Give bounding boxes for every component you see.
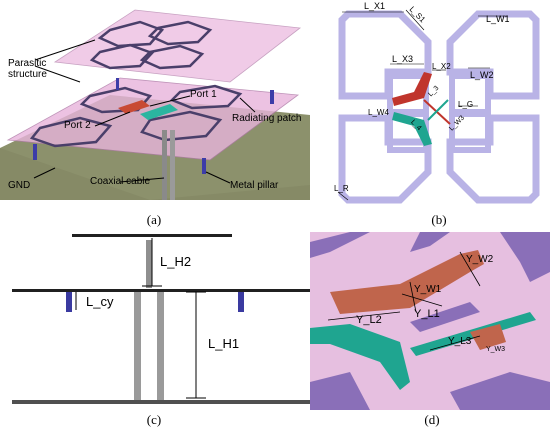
coaxial-cable (162, 130, 175, 200)
red-feed-arm (392, 72, 432, 106)
label-lr: L_R (334, 184, 349, 193)
panel-c-illustration (12, 234, 310, 404)
label-lw4: L_W4 (368, 108, 389, 117)
detail-structure (310, 232, 550, 410)
label-lw1: L_W1 (486, 14, 510, 24)
teal-feed-arm (310, 324, 410, 390)
label-lx3: L_X3 (392, 54, 414, 64)
feed-post (146, 240, 152, 288)
orange-feed-arm (330, 250, 484, 314)
panel-a-3d-view: Parasitic structure Port 1 Port 2 Radiat… (0, 0, 310, 210)
upper-board (72, 234, 232, 237)
label-parasitic: Parasitic structure (8, 58, 47, 80)
dimension-arrows (75, 238, 206, 399)
label-radiating-patch: Radiating patch (232, 113, 302, 124)
panel-b-top-view: L_X1 L_S1 L_W1 L_X3 L_X2 L_W2 L_3 L_G L_… (328, 0, 550, 212)
panel-b-illustration (337, 9, 540, 204)
dimension-lines (337, 9, 508, 201)
caption-c: (c) (146, 412, 162, 427)
label-gnd: GND (8, 180, 31, 191)
orange-stub (470, 324, 506, 350)
leader-lines (33, 39, 256, 184)
label-lx1: L_X1 (364, 1, 386, 11)
pillar-left (66, 292, 72, 312)
label-lh2: L_H2 (160, 254, 192, 269)
label-yl2: Y_L2 (356, 314, 382, 326)
label-lg: L_G (458, 100, 474, 109)
ground-bar (12, 400, 310, 404)
label-yw3: Y_W3 (486, 346, 506, 353)
caption-d: (d) (424, 412, 440, 427)
cable-left (134, 292, 141, 400)
panel-d-illustration (310, 232, 550, 410)
label-lw2: L_W2 (470, 70, 494, 80)
metal-pillars (33, 78, 274, 174)
label-yw1: Y_W1 (414, 284, 442, 295)
label-yw2: Y_W2 (466, 254, 494, 265)
center-feed-line-2 (427, 99, 449, 121)
inner-squares (387, 73, 491, 153)
label-coaxial-cable: Coaxial cable (90, 176, 151, 187)
label-yl1: Y_L1 (414, 308, 440, 320)
dimension-lines (327, 251, 481, 351)
caption-b: (b) (431, 212, 447, 227)
cable-right (157, 292, 164, 400)
label-port1: Port 1 (190, 89, 217, 100)
label-parasitic-line1: Parasitic (8, 58, 47, 69)
label-metal-pillar: Metal pillar (230, 180, 279, 191)
teal-feed-arm (392, 112, 432, 146)
panel-a-illustration (0, 9, 310, 200)
port-1-feed (140, 104, 178, 120)
parasitic-rings (89, 20, 213, 70)
lower-board (12, 289, 310, 292)
panel-d-feed-detail: Y_W2 Y_W1 Y_L2 Y_L1 Y_L3 Y_W3 (310, 232, 550, 410)
caption-a: (a) (146, 212, 162, 227)
octagon-rings (338, 10, 540, 204)
label-port2: Port 2 (64, 120, 91, 131)
pillar-right (238, 292, 244, 312)
label-parasitic-line2: structure (8, 69, 47, 80)
label-yl3: Y_L3 (448, 336, 472, 347)
ground-plane-front (0, 148, 310, 200)
label-lcy: L_cy (86, 294, 114, 309)
label-lx2: L_X2 (432, 62, 451, 71)
panel-c-side-view: L_H2 L_cy L_H1 (0, 228, 310, 410)
port-2-feed (118, 100, 150, 114)
label-lh1: L_H1 (208, 336, 240, 351)
